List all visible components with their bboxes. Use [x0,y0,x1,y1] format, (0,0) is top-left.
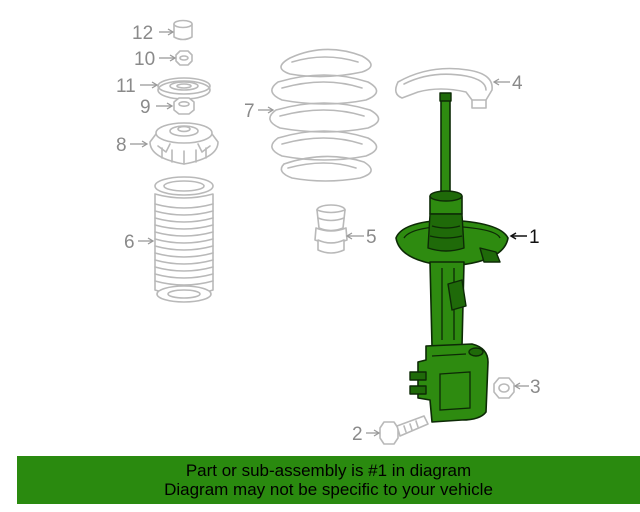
callout-9: 9 [140,97,151,118]
part-8-upper-mount[interactable] [130,122,219,165]
callout-3: 3 [530,377,541,398]
callout-11: 11 [116,76,136,97]
callout-12: 12 [132,23,153,44]
part-6-dust-boot[interactable] [138,176,214,303]
part-7-coil-spring[interactable] [258,48,380,182]
part-10-nut[interactable] [159,50,193,66]
callout-2: 2 [352,424,363,445]
callout-7: 7 [244,101,255,122]
part-4-spring-insulator[interactable] [394,67,510,109]
fitment-notice-banner: Part or sub-assembly is #1 in diagram Di… [17,456,640,504]
banner-line-1: Part or sub-assembly is #1 in diagram [185,461,472,480]
callout-1: 1 [529,227,540,248]
part-11-bearing[interactable] [140,77,211,100]
part-12-cap[interactable] [159,19,193,41]
banner-line-2: Diagram may not be specific to your vehi… [164,480,493,499]
callout-5: 5 [366,227,377,248]
part-3-nut[interactable] [493,377,529,399]
part-2-bolt[interactable] [366,415,429,445]
part-9-nut[interactable] [156,97,195,115]
callout-8: 8 [116,135,127,156]
exploded-parts-diagram: 12 10 11 9 8 [116,19,541,445]
callout-10: 10 [134,49,155,70]
callout-6: 6 [124,232,135,253]
part-5-bump-stop[interactable] [314,204,364,254]
callout-4: 4 [512,73,523,94]
part-1-strut-assembly[interactable] [395,92,527,423]
